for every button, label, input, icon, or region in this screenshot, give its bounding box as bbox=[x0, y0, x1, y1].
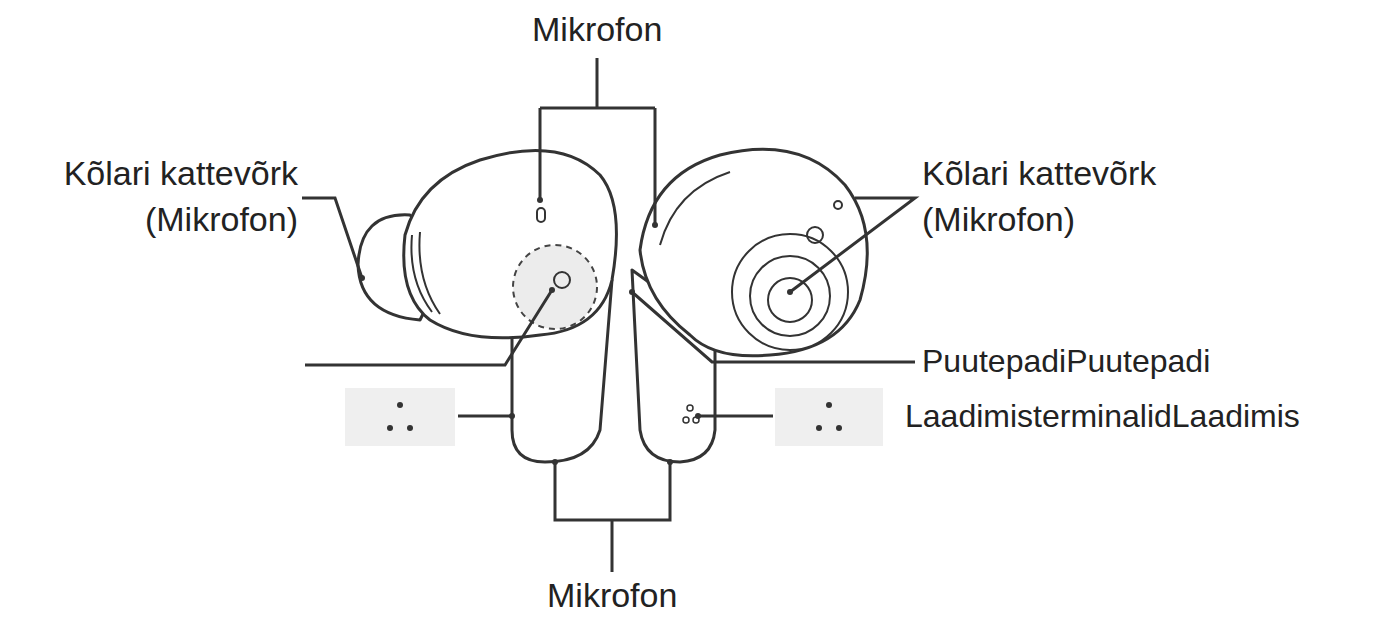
leader-lines bbox=[302, 58, 915, 572]
leader-dots bbox=[359, 197, 793, 465]
part-label: Kõlari kattevõrk (Mikrofon) bbox=[0, 150, 298, 242]
terminal-icon bbox=[775, 388, 883, 446]
part-label: LaadimisterminalidLaadimis bbox=[905, 393, 1300, 439]
part-label: Mikrofon bbox=[547, 572, 677, 618]
left-body bbox=[404, 150, 617, 337]
touchpad-area bbox=[513, 245, 597, 329]
mic-hole bbox=[537, 208, 545, 222]
part-label: Mikrofon bbox=[532, 6, 662, 52]
right-body bbox=[640, 149, 867, 356]
terminal-icon bbox=[345, 388, 455, 446]
right-ear-tip bbox=[732, 234, 848, 350]
part-label: PuutepadiPuutepadi bbox=[922, 338, 1210, 384]
part-label: Kõlari kattevõrk (Mikrofon) bbox=[922, 150, 1242, 242]
